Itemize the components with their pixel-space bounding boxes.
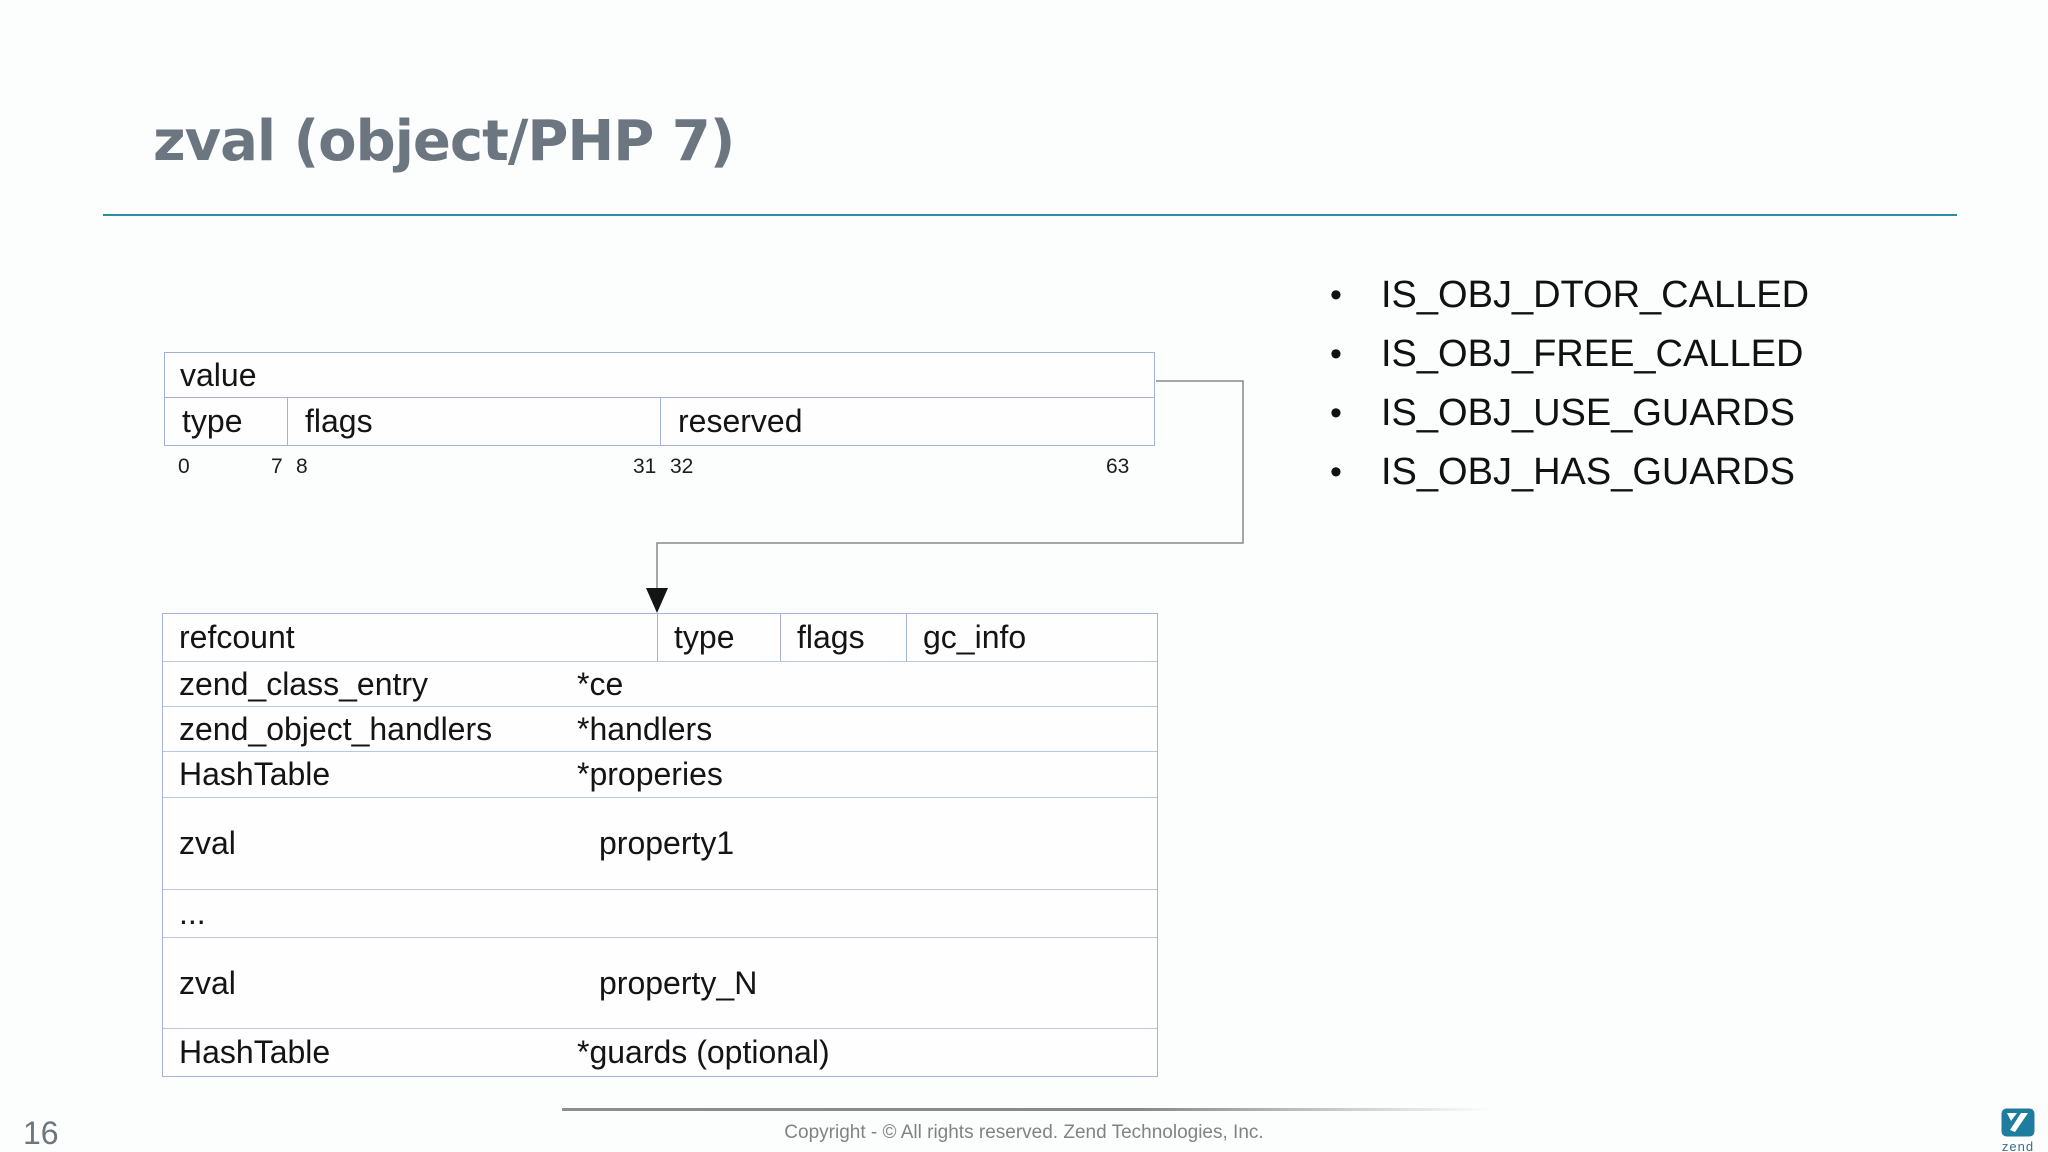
row-value: property1 (599, 825, 735, 861)
title-divider (103, 214, 1957, 216)
type-cell: type (165, 398, 288, 445)
bullet-icon: • (1330, 394, 1342, 432)
type-label: type (182, 403, 243, 439)
row-value: property_N (599, 964, 758, 1001)
table-row-property1: zval property1 (163, 797, 1157, 889)
copyright-text: Copyright - © All rights reserved. Zend … (784, 1122, 1264, 1143)
obj-type-cell: type (658, 614, 781, 661)
row-type-name: zval (179, 825, 236, 861)
row-value: *guards (optional) (577, 1034, 830, 1070)
row-type-name: HashTable (179, 756, 331, 792)
bit-label-31: 31 (633, 455, 657, 478)
table-row-property-n: zval property_N (163, 937, 1157, 1028)
gc-info-label: gc_info (923, 619, 1027, 655)
value-cell: value (164, 352, 1155, 398)
row-type-name: zend_object_handlers (179, 710, 493, 747)
object-flags-list: • IS_OBJ_DTOR_CALLED • IS_OBJ_FREE_CALLE… (1330, 266, 1809, 502)
reserved-label: reserved (678, 403, 803, 439)
table-row-guards: HashTable *guards (optional) (163, 1028, 1157, 1076)
row-value: *properies (577, 756, 723, 792)
obj-type-label: type (674, 619, 735, 655)
bullet-icon: • (1330, 335, 1342, 373)
zend-object-table: refcount type flags gc_info zend_class_e… (162, 613, 1158, 1077)
object-header-row: refcount type flags gc_info (163, 614, 1157, 661)
list-item: • IS_OBJ_HAS_GUARDS (1330, 443, 1809, 502)
zend-logo-wordmark: zend (2001, 1139, 2035, 1152)
flags-label: flags (305, 403, 373, 439)
bit-label-32: 32 (670, 455, 694, 478)
obj-flags-cell: flags (781, 614, 907, 661)
table-row-ce: zend_class_entry *ce (163, 661, 1157, 706)
table-row-ellipsis: ... (163, 889, 1157, 937)
refcount-cell: refcount (163, 614, 658, 661)
bit-label-8: 8 (296, 455, 308, 478)
row-value: *ce (577, 665, 624, 702)
list-item: • IS_OBJ_DTOR_CALLED (1330, 266, 1809, 325)
refcount-label: refcount (179, 619, 295, 655)
page-number: 16 (23, 1115, 59, 1151)
reserved-cell: reserved (661, 398, 1154, 445)
bit-label-0: 0 (178, 455, 190, 478)
bit-label-7: 7 (271, 455, 283, 478)
row-type-name: zend_class_entry (179, 665, 429, 702)
zend-logo: zend (1995, 1108, 2041, 1152)
bullet-icon: • (1330, 453, 1342, 491)
flag-constant: IS_OBJ_HAS_GUARDS (1381, 451, 1795, 493)
flag-constant: IS_OBJ_FREE_CALLED (1381, 333, 1804, 375)
bitfield-row: type flags reserved (164, 398, 1155, 446)
list-item: • IS_OBJ_FREE_CALLED (1330, 325, 1809, 384)
table-row-handlers: zend_object_handlers *handlers (163, 706, 1157, 751)
flag-constant: IS_OBJ_DTOR_CALLED (1381, 274, 1810, 316)
row-type-name: HashTable (179, 1034, 331, 1070)
value-label: value (180, 356, 257, 393)
page-title: zval (object/PHP 7) (153, 109, 735, 174)
zval-bitfield-table: value type flags reserved (164, 352, 1155, 446)
row-type-name: zval (179, 964, 236, 1001)
table-row-properties: HashTable *properies (163, 751, 1157, 797)
footer-divider (562, 1108, 1492, 1111)
list-item: • IS_OBJ_USE_GUARDS (1330, 384, 1809, 443)
gc-info-cell: gc_info (907, 614, 1157, 661)
obj-flags-label: flags (797, 619, 865, 655)
bullet-icon: • (1330, 276, 1342, 314)
bit-label-63: 63 (1106, 455, 1130, 478)
flags-cell: flags (288, 398, 661, 445)
row-value: *handlers (577, 710, 713, 747)
flag-constant: IS_OBJ_USE_GUARDS (1381, 392, 1795, 434)
zend-logo-icon (2001, 1108, 2035, 1137)
row-type-name: ... (179, 895, 206, 931)
